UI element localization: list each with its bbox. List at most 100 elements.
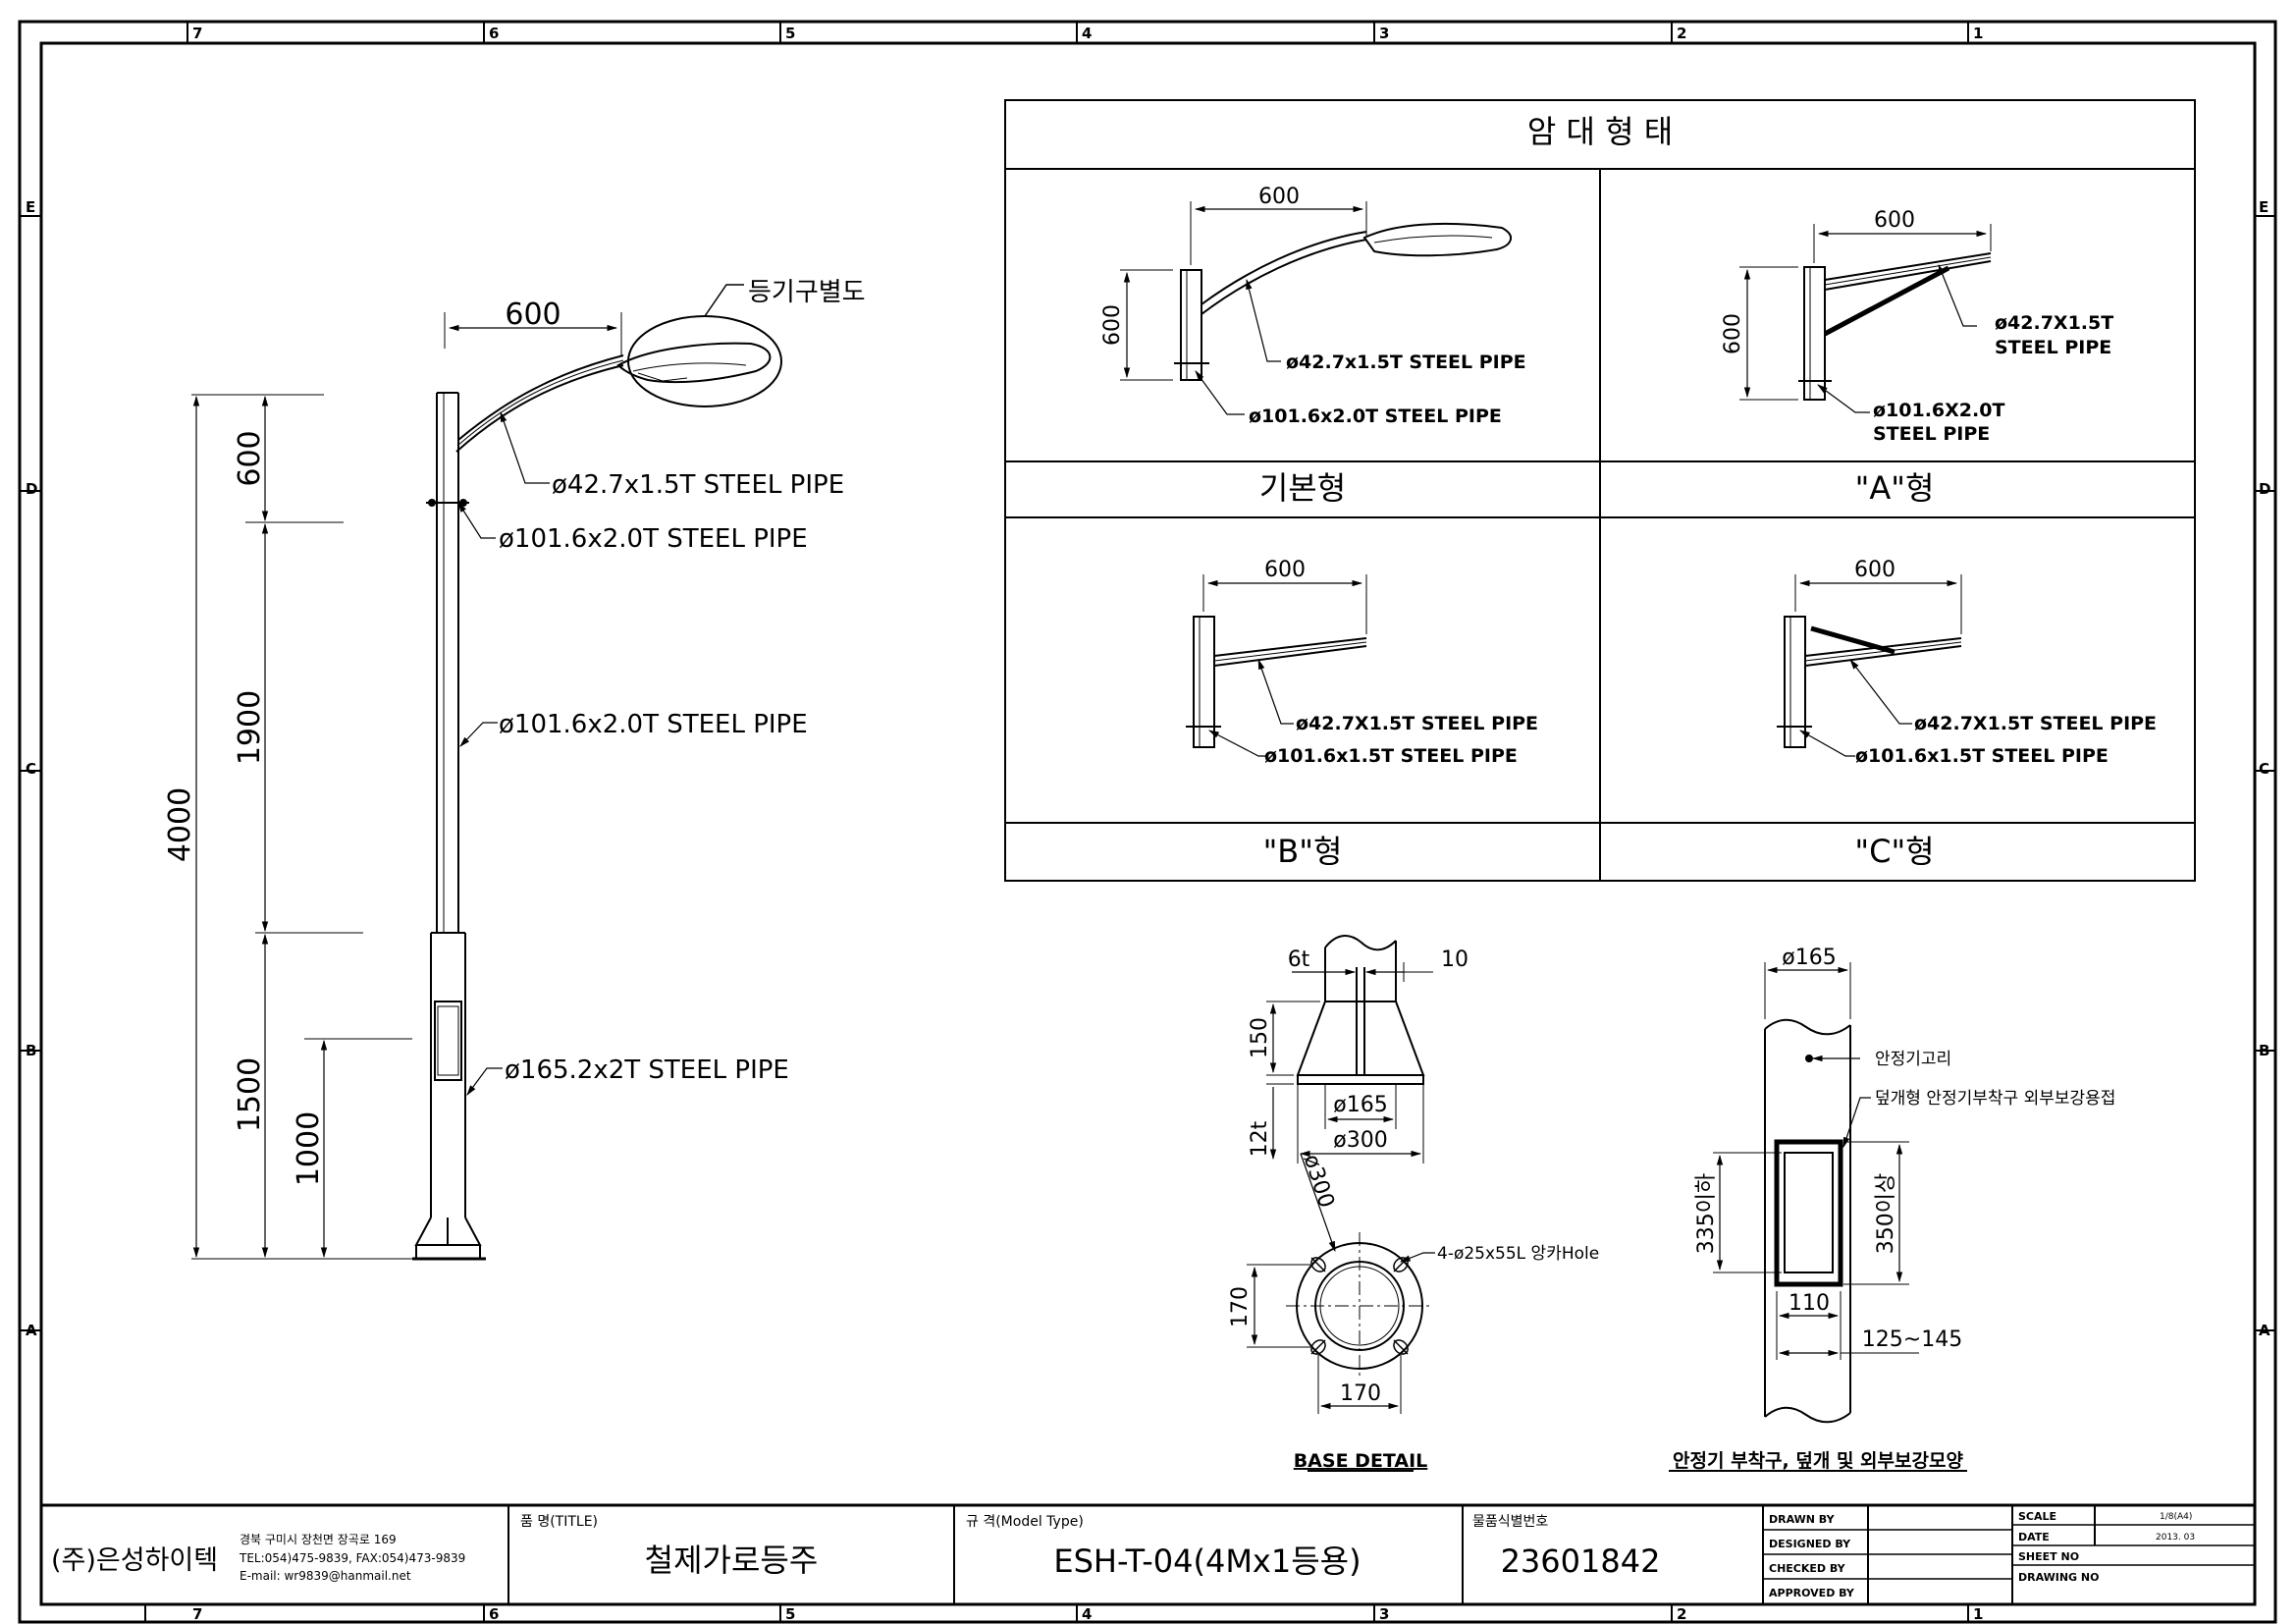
col-label-bottom: 1 [1973, 1605, 1983, 1623]
a-height-dim: 600 [1721, 313, 1745, 354]
company-tel-fax: TEL:054)475-9839, FAX:054)473-9839 [239, 1551, 465, 1565]
arm-b-drawing [1186, 574, 1367, 757]
row-label-left: B [26, 1042, 36, 1059]
col-label-top: 3 [1379, 25, 1389, 42]
b-width-dim: 600 [1264, 558, 1306, 582]
id-caption: 물품식별번호 [1472, 1514, 1548, 1530]
a-width-dim: 600 [1874, 208, 1915, 233]
c-type-label: "C"형 [1854, 833, 1934, 870]
arm-basic-labels: 600 600 ø42.7x1.5T STEEL PIPE ø101.6x2.0… [1100, 185, 1526, 507]
a-arm-pipe-2: STEEL PIPE [1995, 337, 2111, 358]
ballast-hook-label: 안정기고리 [1875, 1050, 1951, 1069]
arm-c-labels: 600 ø42.7X1.5T STEEL PIPE ø101.6x1.5T ST… [1854, 558, 2157, 870]
base-detail-drawing [1247, 935, 1435, 1414]
c-width-dim: 600 [1854, 558, 1896, 582]
basic-type-label: 기본형 [1259, 469, 1346, 507]
col-label-top: 2 [1677, 25, 1686, 42]
title-value: 철제가로등주 [645, 1542, 819, 1579]
main-elevation-labels: 600 등기구별도 ø42.7x1.5T STEEL PIPE ø101.6x2… [163, 278, 866, 1186]
door-detail-title: 안정기 부착구, 덮개 및 외부보강모양 [1673, 1450, 1963, 1472]
top-height-dim: 600 [233, 430, 267, 486]
designed-by-label: DESIGNED BY [1769, 1538, 1851, 1550]
plate-thickness: 12t [1248, 1120, 1272, 1157]
door-detail-drawing [1713, 962, 1919, 1424]
upper-pipe-label-2: ø101.6x2.0T STEEL PIPE [499, 710, 808, 739]
row-label-left: D [26, 480, 37, 498]
anchor-hole-label: 4-ø25x55L 앙카Hole [1437, 1244, 1599, 1264]
basic-width-dim: 600 [1258, 185, 1300, 209]
col-label-bottom: 2 [1677, 1605, 1686, 1623]
col-label-top: 4 [1082, 25, 1092, 42]
rib-gap: 10 [1441, 947, 1468, 972]
arm-types-table [1004, 99, 2196, 882]
arm-types-title: 암 대 형 태 [1527, 113, 1673, 150]
approved-by-label: APPROVED BY [1769, 1587, 1855, 1599]
basic-pole-pipe: ø101.6x2.0T STEEL PIPE [1249, 406, 1502, 427]
bottom-height-dim: 1500 [233, 1057, 267, 1132]
arm-a-labels: 600 600 ø42.7X1.5T STEEL PIPE ø101.6X2.0… [1721, 208, 2113, 507]
basic-arm-pipe: ø42.7x1.5T STEEL PIPE [1286, 352, 1526, 373]
title-block: (주)은성하이텍 경북 구미시 장천면 장곡로 169 TEL:054)475-… [51, 1510, 2195, 1599]
scale-label: SCALE [2018, 1510, 2056, 1523]
reinforce-weld-label: 덮개형 안정기부착구 외부보강용접 [1875, 1089, 2115, 1109]
id-value: 23601842 [1501, 1543, 1661, 1580]
a-type-label: "A"형 [1855, 469, 1935, 507]
date-label: DATE [2018, 1531, 2050, 1543]
col-label-bottom: 7 [192, 1605, 202, 1623]
upper-pipe-label-1: ø101.6x2.0T STEEL PIPE [499, 524, 808, 554]
door-pipe-dia: ø165 [1782, 946, 1836, 970]
c-arm-pipe: ø42.7X1.5T STEEL PIPE [1914, 713, 2157, 734]
arm-c-drawing [1777, 574, 1962, 757]
row-label-right: A [2259, 1322, 2270, 1339]
a-arm-pipe-1: ø42.7X1.5T [1995, 312, 2113, 334]
a-pole-pipe-2: STEEL PIPE [1873, 423, 1990, 445]
model-value: ESH-T-04(4Mx1등용) [1053, 1543, 1361, 1580]
model-caption: 규 격(Model Type) [966, 1514, 1084, 1530]
arm-pipe-label: ø42.7x1.5T STEEL PIPE [552, 470, 844, 500]
col-label-bottom: 3 [1379, 1605, 1389, 1623]
bolt-spacing-v: 170 [1228, 1286, 1253, 1327]
company-name: (주)은성하이텍 [51, 1545, 218, 1576]
total-height-dim: 4000 [163, 787, 197, 862]
col-label-bottom: 4 [1082, 1605, 1092, 1623]
main-elevation-view [191, 284, 782, 1261]
arm-basic-drawing [1120, 201, 1512, 415]
b-type-label: "B"형 [1263, 833, 1343, 870]
a-pole-pipe-1: ø101.6X2.0T [1873, 400, 2004, 421]
opening-height-dim: 335이하 [1694, 1173, 1719, 1254]
luminaire-label: 등기구별도 [748, 278, 866, 307]
rib-thickness: 6t [1288, 947, 1310, 972]
b-pole-pipe: ø101.6x1.5T STEEL PIPE [1264, 745, 1518, 767]
basic-height-dim: 600 [1100, 304, 1125, 346]
base-pcd: ø300 [1299, 1152, 1339, 1211]
row-label-right: D [2259, 480, 2270, 498]
row-label-right: E [2259, 198, 2269, 216]
arm-a-drawing [1739, 224, 1992, 413]
border-labels: 7 6 5 4 3 2 1 7 6 5 4 3 2 1 E D C B A E … [26, 25, 2270, 1623]
col-label-bottom: 6 [489, 1605, 499, 1623]
base-plate-dia: ø300 [1333, 1128, 1387, 1153]
bolt-spacing-h: 170 [1340, 1381, 1381, 1406]
col-label-bottom: 5 [785, 1605, 795, 1623]
date-value: 2013. 03 [2156, 1533, 2195, 1543]
company-address: 경북 구미시 장천면 장곡로 169 [240, 1532, 397, 1546]
rib-height: 150 [1248, 1017, 1272, 1058]
middle-height-dim: 1900 [233, 690, 267, 765]
row-label-right: B [2259, 1042, 2269, 1059]
row-label-left: A [26, 1322, 37, 1339]
checked-by-label: CHECKED BY [1769, 1562, 1846, 1575]
title-block-frame [41, 1503, 2255, 1604]
door-detail-labels: ø165 안정기고리 덮개형 안정기부착구 외부보강용접 335이하 350이상… [1673, 946, 2115, 1472]
cover-width-dim: 125~145 [1862, 1327, 1962, 1352]
row-label-left: E [26, 198, 35, 216]
drawn-by-label: DRAWN BY [1769, 1513, 1836, 1526]
col-label-top: 6 [489, 25, 499, 42]
arm-width-dim: 600 [505, 298, 561, 332]
row-label-right: C [2259, 760, 2269, 778]
base-pipe-dia: ø165 [1333, 1093, 1387, 1117]
arm-b-labels: 600 ø42.7X1.5T STEEL PIPE ø101.6x1.5T ST… [1263, 558, 1538, 870]
col-label-top: 7 [192, 25, 202, 42]
drawing-no-label: DRAWING NO [2018, 1571, 2099, 1584]
base-detail-labels: 6t 10 150 12t ø165 ø300 ø300 4-ø25x55L 앙… [1228, 947, 1599, 1472]
